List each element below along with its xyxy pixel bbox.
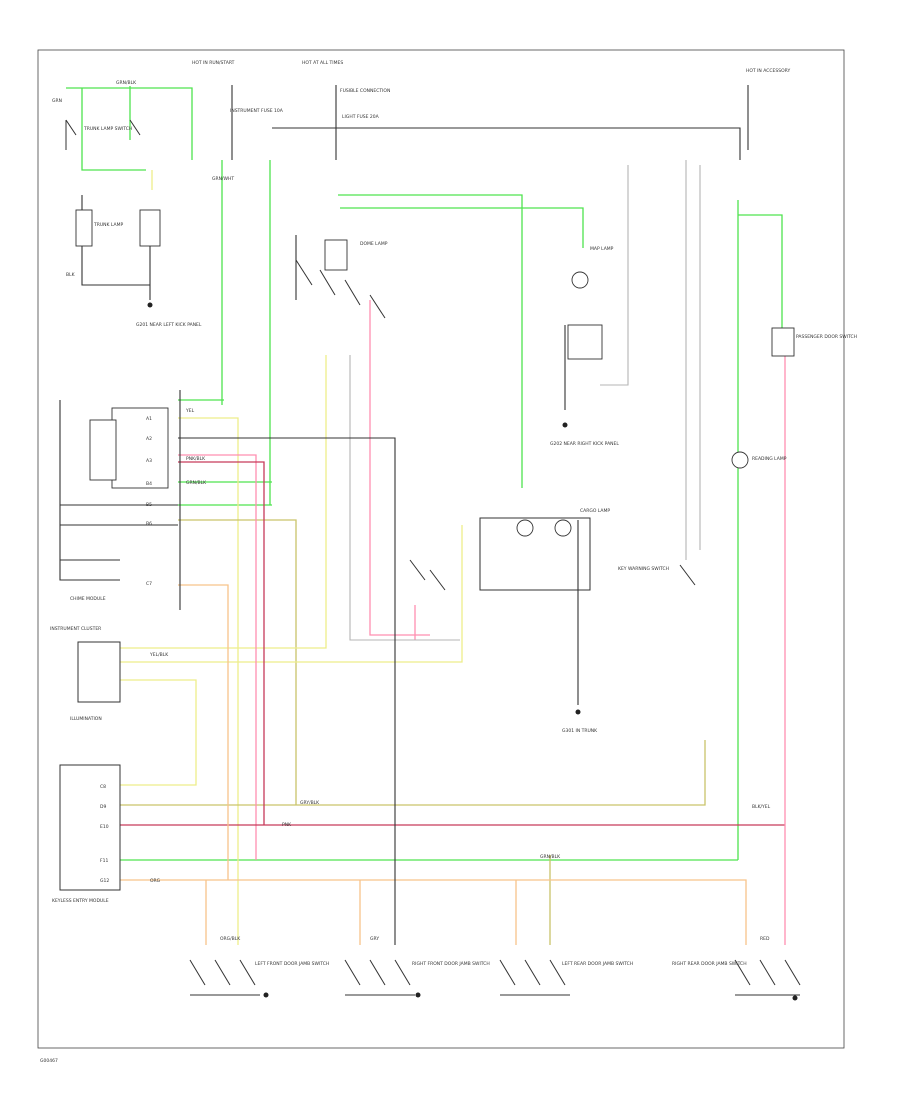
door-switch-right-front	[344, 959, 415, 996]
door-switch-right-rear	[734, 959, 801, 996]
wire-label-7: GRN/BLK	[186, 480, 207, 486]
wire-label-8: YEL/BLK	[149, 652, 169, 658]
ground-mid-icon	[562, 422, 568, 428]
trunk-lamp-switch	[65, 119, 141, 150]
label-hot-run-start: HOT IN RUN/START	[192, 60, 235, 66]
pin-label: B4	[146, 481, 152, 487]
label-fuse-b: FUSIBLE CONNECTION	[340, 88, 390, 94]
wire-label-1: GRN/BLK	[116, 80, 137, 86]
door-switch-right-front-label: RIGHT FRONT DOOR JAMB SWITCH	[412, 961, 490, 967]
pin-labels: A1 A2 A3 B4 B5 B6 C7 C8 D9 E10 F11 G12	[100, 416, 152, 884]
door-switch-left-rear-label: LEFT REAR DOOR JAMB SWITCH	[562, 961, 633, 967]
pin-label: C7	[146, 581, 152, 587]
wire-label-15: GRY	[370, 936, 379, 942]
ground-bottom-mid-icon	[415, 992, 421, 998]
door-switch-left-front-label: LEFT FRONT DOOR JAMB SWITCH	[255, 961, 329, 967]
wire-label-16: RED	[760, 936, 770, 942]
passenger-switch-label: PASSENGER DOOR SWITCH	[796, 334, 857, 340]
ground-center-label: G301 IN TRUNK	[562, 728, 598, 734]
chime-module-label: CHIME MODULE	[70, 596, 106, 602]
pin-label: A3	[146, 458, 152, 464]
key-warning-label: KEY WARNING SWITCH	[618, 566, 669, 572]
yellow-wires	[120, 170, 706, 945]
wire-label-10: GRN/BLK	[540, 854, 561, 860]
ground-center-icon	[575, 709, 581, 715]
door-switch-left-front	[189, 959, 260, 996]
green-wires	[66, 86, 783, 861]
label-hot-accessory: HOT IN ACCESSORY	[746, 68, 790, 74]
pin-label: F11	[100, 858, 108, 864]
ground-bottom-right-icon	[792, 995, 798, 1001]
cargo-lamp-block	[479, 517, 591, 591]
pin-label: E10	[100, 824, 109, 830]
label-fuse-c: LIGHT FUSE 20A	[342, 114, 380, 120]
pin-label: A1	[146, 416, 152, 422]
map-lamp-label: MAP LAMP	[590, 246, 614, 252]
ground-bottom-left-icon	[263, 992, 269, 998]
map-lamp	[567, 271, 603, 360]
combo-switch	[295, 239, 386, 319]
dome-lamp-label: DOME LAMP	[360, 241, 388, 247]
wire-label-3: BLK	[66, 272, 76, 278]
label-fuse-a: INSTRUMENT FUSE 10A	[230, 108, 284, 114]
trunk-lamp-switch-label: TRUNK LAMP SWITCH	[83, 126, 132, 132]
wire-label-4: GRN/WHT	[212, 176, 234, 182]
ground-mid-label: G202 NEAR RIGHT KICK PANEL	[550, 441, 619, 447]
wire-label-14: ORG/BLK	[220, 936, 241, 942]
pin-label: C8	[100, 784, 106, 790]
cluster-light-label: ILLUMINATION	[70, 716, 102, 722]
ground-left-icon	[147, 302, 153, 308]
black-wires	[59, 85, 749, 945]
wire-label-6: PNK/BLK	[186, 456, 206, 462]
pin-label: G12	[100, 878, 109, 884]
wire-label-13: BLK/YEL	[752, 804, 771, 810]
wire-label-2: GRN	[52, 98, 62, 104]
pin-label: B6	[146, 521, 152, 527]
door-switch-left-rear	[499, 959, 570, 996]
trunk-lamp	[75, 209, 161, 247]
pin-label: D9	[100, 804, 106, 810]
pin-label: B5	[146, 502, 152, 508]
pin-label: A2	[146, 436, 152, 442]
pink-wires	[120, 300, 786, 945]
cargo-lamp-label: CARGO LAMP	[580, 508, 610, 514]
orange-wires	[120, 584, 747, 945]
door-switch-right-rear-label: RIGHT REAR DOOR JAMB SWITCH	[672, 961, 747, 967]
trunk-lamp-label: TRUNK LAMP	[93, 222, 123, 228]
reading-lamp-label: READING LAMP	[752, 456, 787, 462]
keyless-entry-label: KEYLESS ENTRY MODULE	[52, 898, 109, 904]
wire-label-9: ORG	[150, 878, 161, 884]
diagram-frame	[37, 49, 845, 1049]
ground-left-label: G201 NEAR LEFT KICK PANEL	[136, 322, 202, 328]
chime-module-block: CHIME MODULE	[70, 407, 169, 602]
wire-label-11: PNK	[282, 822, 292, 828]
footer-code: G00467	[40, 1058, 58, 1064]
label-hot-at-all-times: HOT AT ALL TIMES	[302, 60, 343, 66]
key-warning-switch	[409, 559, 696, 591]
passenger-switch	[771, 327, 795, 357]
wire-label-5: YEL	[185, 408, 195, 414]
keyless-entry-block: KEYLESS ENTRY MODULE	[52, 764, 121, 904]
wire-label-12: GRY/BLK	[300, 800, 320, 806]
instrument-cluster-label: INSTRUMENT CLUSTER	[50, 626, 101, 632]
instrument-cluster-block: INSTRUMENT CLUSTER ILLUMINATION	[50, 626, 121, 722]
reading-lamp	[731, 451, 749, 469]
